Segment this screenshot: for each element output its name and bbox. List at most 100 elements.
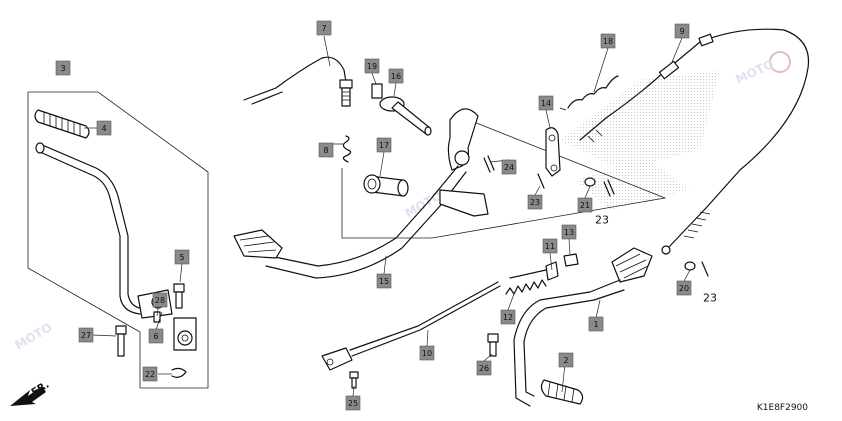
- callout-7: 7: [316, 20, 332, 36]
- callout-4: 4: [96, 120, 112, 136]
- kick-starter-arm: [35, 142, 173, 319]
- callout-number: 28: [155, 296, 165, 305]
- callout-number: 23: [530, 198, 540, 207]
- callout-28: 28: [152, 292, 168, 308]
- callout-number: 17: [379, 141, 389, 150]
- leader-line-16: [393, 82, 397, 97]
- leader-line-21: [584, 185, 591, 199]
- brake-pedal: [233, 108, 489, 279]
- callout-number: 16: [391, 72, 401, 81]
- callout-number: 5: [179, 253, 184, 262]
- watermark-text: MOTO: [733, 57, 776, 87]
- pivot-bushing: [363, 174, 409, 197]
- callout-25: 25: [345, 395, 361, 411]
- callout-24: 24: [501, 159, 517, 175]
- kick-rubber: [34, 109, 90, 139]
- callout-number: 10: [422, 349, 432, 358]
- callout-number: 8: [323, 146, 328, 155]
- callout-17: 17: [376, 137, 392, 153]
- callout-12: 12: [500, 309, 516, 325]
- leader-line-17: [379, 151, 385, 177]
- rod-joint: [509, 261, 559, 281]
- rod-spring: [505, 279, 547, 295]
- leader-line-13: [568, 238, 571, 255]
- callout-22: 22: [142, 366, 158, 382]
- watermark: MOTO MOTO MOTO: [13, 51, 791, 353]
- callout-1: 1: [588, 316, 604, 332]
- callout-number: 26: [479, 364, 489, 373]
- callout-number: 11: [545, 242, 555, 251]
- pivot-bolt: [115, 325, 127, 357]
- callout-number: 27: [81, 331, 91, 340]
- callout-9: 9: [674, 23, 690, 39]
- callout-number: 21: [580, 201, 590, 210]
- brake-arm: [545, 127, 561, 177]
- callout-number: 14: [541, 99, 551, 108]
- callout-26: 26: [476, 360, 492, 376]
- washer-21: [584, 177, 596, 187]
- brake-cable: [579, 28, 810, 255]
- callout-5: 5: [174, 249, 190, 265]
- callout-tags: 1234567891011121314151617181920212223242…: [55, 20, 692, 411]
- leader-line-26: [483, 353, 493, 362]
- diagram-code: K1E8F2900: [757, 403, 808, 413]
- callout-number: 20: [679, 284, 689, 293]
- callout-16: 16: [388, 68, 404, 84]
- callout-number: 6: [153, 332, 158, 341]
- return-spring-small: [342, 135, 352, 163]
- callout-number: 22: [145, 370, 155, 379]
- leader-line-14: [545, 109, 551, 129]
- pivot-shaft: [379, 96, 432, 136]
- watermark-text-3: MOTO: [13, 320, 55, 352]
- leader-line-7: [323, 35, 331, 67]
- callout-number: 3: [60, 64, 65, 73]
- front-direction-arrow: FR.: [10, 379, 51, 406]
- callout-number: 4: [101, 124, 106, 133]
- callout-23: 23: [527, 194, 543, 210]
- leader-line-27: [92, 334, 117, 337]
- callout-number: 12: [503, 313, 513, 322]
- callout-number: 2: [563, 356, 568, 365]
- callout-3: 3: [55, 60, 71, 76]
- leader-line-11: [549, 252, 553, 271]
- circlip: [171, 367, 187, 378]
- washer-20: [684, 261, 709, 277]
- leader-lines: [84, 35, 691, 397]
- callout-number: 24: [504, 163, 514, 172]
- callout-plain-23a: 23: [595, 214, 609, 227]
- callout-18: 18: [600, 33, 616, 49]
- leader-line-12: [507, 293, 515, 311]
- watermark-text-2: MOTO: [403, 188, 445, 220]
- stop-switch-cable: [243, 56, 353, 107]
- callout-21: 21: [577, 197, 593, 213]
- callout-8: 8: [318, 142, 334, 158]
- step-bracket: [513, 247, 653, 407]
- brake-pedal-assembly-frame: [341, 121, 667, 239]
- kick-arm-pivot: [173, 317, 197, 351]
- leader-line-18: [593, 47, 609, 93]
- callout-19: 19: [364, 58, 380, 74]
- bolt-25: [349, 371, 359, 389]
- leader-line-25: [352, 385, 355, 397]
- callout-13: 13: [561, 224, 577, 240]
- callout-10: 10: [419, 345, 435, 361]
- callout-20: 20: [676, 280, 692, 296]
- callout-2: 2: [558, 352, 574, 368]
- leader-line-19: [371, 72, 377, 85]
- callout-14: 14: [538, 95, 554, 111]
- leader-line-9: [671, 37, 683, 63]
- callout-27: 27: [78, 327, 94, 343]
- bolt-26: [487, 333, 499, 357]
- callout-number: 9: [679, 27, 684, 36]
- leader-line-23: [534, 185, 541, 196]
- callout-number: 25: [348, 399, 358, 408]
- cotter-pin-24: [483, 155, 495, 173]
- leader-line-5: [179, 263, 183, 283]
- callout-number: 18: [603, 37, 613, 46]
- callout-11: 11: [542, 238, 558, 254]
- leader-line-15: [383, 255, 387, 275]
- rod-nut: [563, 253, 579, 267]
- brake-return-spring: [559, 75, 619, 111]
